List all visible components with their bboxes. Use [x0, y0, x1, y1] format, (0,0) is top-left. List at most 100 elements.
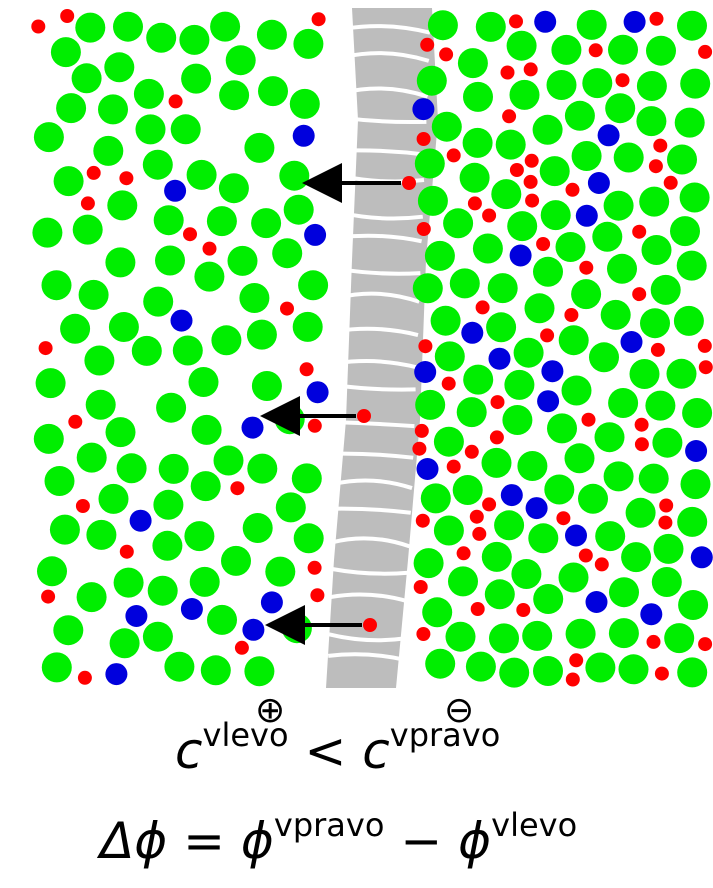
right-green-particle: [651, 567, 682, 597]
right-green-particle: [640, 308, 670, 339]
left-green-particle: [275, 492, 306, 523]
left-green-particle: [189, 566, 220, 597]
right-red-particle: [441, 376, 456, 391]
right-green-particle: [653, 533, 684, 564]
left-green-particle: [72, 214, 103, 245]
right-green-particle: [589, 342, 619, 373]
left-green-particle: [105, 247, 136, 278]
left-green-particle: [225, 45, 256, 76]
right-green-particle: [425, 648, 456, 679]
right-green-particle: [412, 273, 443, 304]
left-green-particle: [265, 556, 296, 587]
migrating-red-ion: [402, 176, 416, 190]
right-red-particle: [581, 412, 596, 427]
right-green-particle: [676, 250, 707, 281]
right-red-particle: [536, 237, 551, 251]
left-green-particle: [239, 283, 270, 313]
left-green-particle: [184, 521, 215, 552]
right-green-particle: [495, 129, 526, 160]
left-green-particle: [107, 190, 138, 221]
left-green-particle: [281, 613, 312, 644]
right-red-particle: [467, 196, 482, 211]
right-red-particle: [420, 37, 435, 52]
right-red-particle: [472, 526, 487, 541]
left-green-particle: [188, 367, 219, 397]
left-green-particle: [143, 286, 174, 317]
left-green-particle: [108, 312, 139, 342]
right-red-particle: [632, 224, 647, 239]
right-blue-particle: [525, 497, 548, 520]
right-green-particle: [484, 579, 515, 610]
right-red-particle: [697, 338, 712, 353]
membrane-gap: [336, 326, 419, 337]
right-green-particle: [592, 221, 623, 252]
right-green-particle: [416, 65, 447, 96]
right-blue-particle: [685, 440, 708, 462]
left-green-particle: [142, 149, 173, 180]
left-green-particle: [85, 389, 116, 420]
right-green-particle: [472, 233, 503, 264]
left-green-particle: [219, 80, 250, 111]
left-green-particle: [98, 94, 128, 125]
left-green-particle: [109, 628, 140, 659]
left-green-particle: [86, 519, 117, 550]
right-blue-particle: [597, 124, 620, 147]
left-red-particle: [168, 94, 183, 109]
right-green-particle: [533, 584, 564, 614]
left-red-particle: [234, 640, 249, 655]
right-red-particle: [446, 459, 461, 474]
left-green-particle: [181, 63, 212, 94]
left-green-particle: [194, 261, 225, 292]
left-green-particle: [227, 245, 258, 276]
right-green-particle: [424, 240, 455, 271]
left-green-particle: [172, 335, 203, 366]
right-blue-particle: [585, 591, 608, 613]
membrane-gap: [330, 566, 409, 576]
membrane-gap: [329, 592, 408, 604]
c-left-superscript: vlevo: [202, 716, 289, 755]
concentration-inequality: cvlevo < cvpravo: [175, 719, 500, 780]
left-green-particle: [190, 471, 221, 502]
right-red-particle: [475, 300, 490, 315]
right-blue-particle: [690, 546, 713, 569]
right-red-particle: [418, 339, 433, 354]
right-red-particle: [634, 437, 649, 452]
right-green-particle: [679, 182, 710, 213]
right-green-particle: [547, 413, 577, 444]
left-red-particle: [41, 589, 56, 604]
right-red-particle: [416, 627, 431, 641]
left-red-particle: [307, 560, 322, 575]
right-green-particle: [486, 312, 517, 343]
right-green-particle: [678, 590, 709, 620]
right-red-particle: [500, 65, 515, 80]
right-green-particle: [607, 253, 637, 284]
right-blue-particle: [620, 331, 643, 353]
right-green-particle: [532, 114, 563, 145]
left-blue-particle: [304, 223, 327, 246]
phi-left-symbol: ϕ: [458, 812, 492, 870]
left-green-particle: [153, 489, 184, 520]
right-red-particle: [523, 174, 538, 189]
left-green-particle: [291, 463, 322, 494]
right-green-particle: [585, 652, 616, 683]
right-blue-particle: [537, 390, 560, 413]
right-red-particle: [565, 672, 580, 687]
right-red-particle: [653, 138, 668, 153]
left-green-particle: [41, 652, 72, 683]
right-green-particle: [609, 577, 639, 608]
left-blue-particle: [242, 618, 265, 641]
left-green-particle: [210, 11, 241, 42]
right-blue-particle: [488, 347, 511, 370]
membrane-gap: [332, 478, 413, 490]
right-green-particle: [433, 426, 464, 457]
right-green-particle: [481, 541, 512, 572]
c-left-symbol: c: [175, 722, 203, 780]
left-green-particle: [211, 325, 242, 356]
right-green-particle: [475, 11, 506, 42]
right-green-particle: [603, 190, 634, 221]
membrane-gap: [328, 632, 407, 643]
right-green-particle: [558, 325, 589, 356]
right-green-particle: [613, 142, 644, 173]
right-green-particle: [677, 506, 708, 537]
left-green-particle: [206, 206, 237, 237]
